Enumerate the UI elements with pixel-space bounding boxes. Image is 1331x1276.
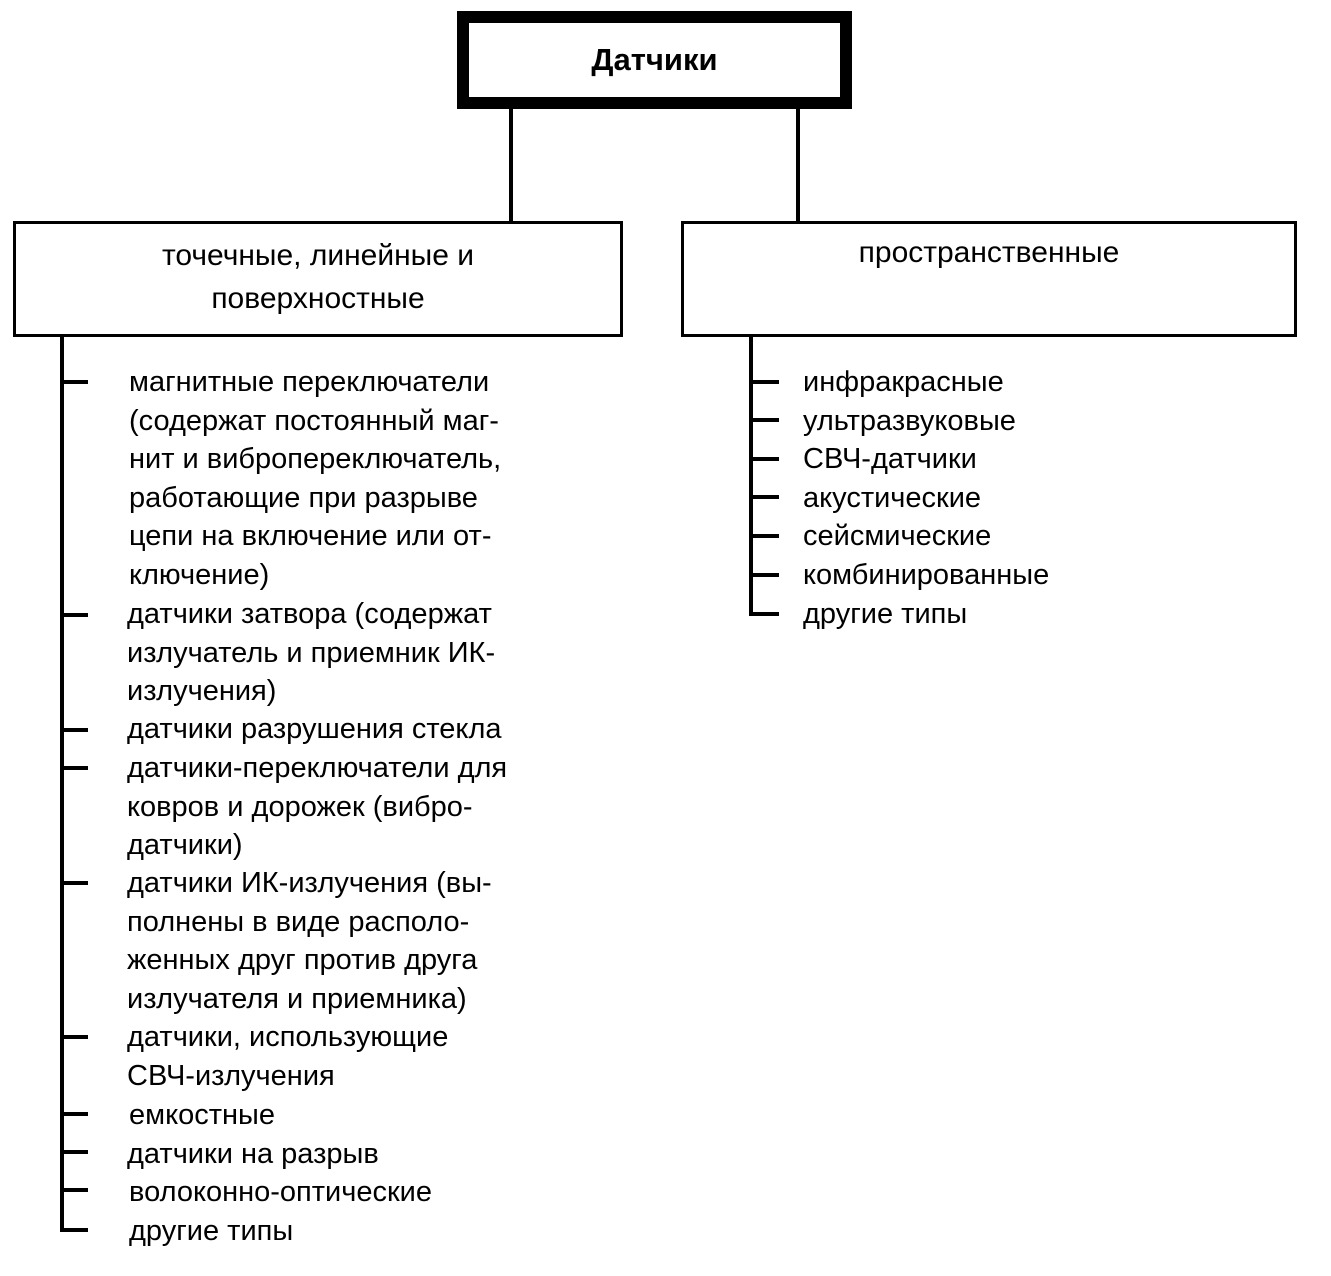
left-item-ir-beam: датчики ИК-излучения (вы- полнены в виде… xyxy=(127,867,492,1015)
left-item-other-types: другие типы xyxy=(129,1215,294,1247)
category-label-right: пространственные xyxy=(858,236,1120,269)
right-item-acoustic: акустические xyxy=(803,482,982,514)
left-item-glass-break: датчики разрушения стекла xyxy=(127,713,502,745)
category-node-spatial: пространственные xyxy=(681,221,1297,337)
root-node: Датчики xyxy=(457,11,852,109)
right-item-ultrasonic: ультразвуковые xyxy=(803,405,1016,437)
right-tick-group xyxy=(749,380,779,616)
right-item-infrared: инфракрасные xyxy=(803,366,1004,398)
left-item-carpet-switches: датчики-переключатели для ковров и дорож… xyxy=(127,752,508,862)
left-item-microwave: датчики, использующие СВЧ-излучения xyxy=(127,1021,449,1092)
left-tick-group xyxy=(60,380,88,1232)
left-item-shutter-sensors: датчики затвора (содержат излучатель и п… xyxy=(127,598,496,708)
category-node-point-linear-surface: точечные, линейные и поверхностные xyxy=(13,221,623,337)
root-label: Датчики xyxy=(591,42,718,77)
left-item-magnetic-switches: магнитные переключатели (содержат постоя… xyxy=(129,366,502,591)
right-item-seismic: сейсмические xyxy=(803,520,992,552)
right-item-microwave: СВЧ-датчики xyxy=(803,443,977,475)
right-item-other-types: другие типы xyxy=(803,598,968,630)
category-label-left: точечные, линейные и поверхностные xyxy=(161,239,475,315)
right-item-combined: комбинированные xyxy=(803,559,1050,591)
left-item-fiber-optic: волоконно-оптические xyxy=(129,1176,432,1208)
left-item-break-sensors: датчики на разрыв xyxy=(127,1138,379,1170)
left-item-capacitive: емкостные xyxy=(129,1099,275,1131)
